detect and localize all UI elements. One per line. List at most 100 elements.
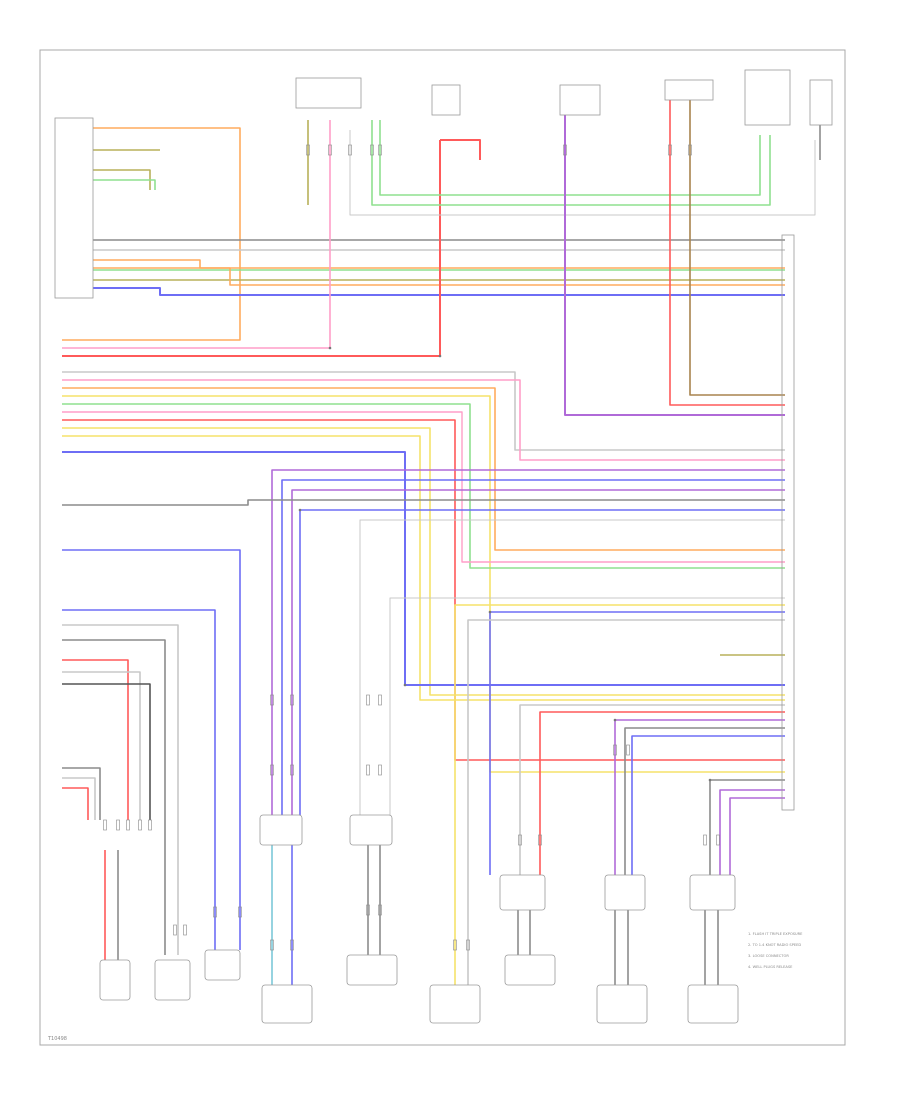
sensor-box bbox=[604, 874, 646, 911]
legend-item: 2. TO 1.4 KNOT RADIO SPEED bbox=[748, 943, 801, 947]
component-layer bbox=[54, 69, 833, 1024]
connector-pin bbox=[328, 144, 332, 156]
connector-pin bbox=[688, 144, 692, 156]
wire bbox=[709, 779, 785, 875]
legend-item: 1. FLASH IT TRIPLE EXPOSURE bbox=[748, 932, 803, 936]
wire bbox=[93, 179, 156, 190]
connector-pin bbox=[213, 906, 217, 918]
wire bbox=[62, 127, 241, 341]
wire bbox=[669, 100, 785, 406]
camera-box bbox=[429, 984, 481, 1024]
top-relay bbox=[664, 79, 714, 101]
wire bbox=[489, 611, 785, 875]
connector-pin bbox=[306, 144, 310, 156]
connector-pin bbox=[613, 744, 617, 756]
splice-point bbox=[708, 778, 712, 782]
connector-pin bbox=[270, 694, 274, 706]
connector-pin bbox=[378, 764, 382, 776]
wire bbox=[62, 639, 166, 955]
connector-pin bbox=[173, 924, 177, 936]
wire bbox=[440, 139, 481, 160]
connector-pin bbox=[270, 939, 274, 951]
wire bbox=[62, 659, 129, 820]
wire bbox=[291, 489, 785, 815]
central-module bbox=[54, 117, 94, 299]
wire bbox=[62, 140, 441, 357]
connector-pin bbox=[668, 144, 672, 156]
connector-pin bbox=[378, 694, 382, 706]
connector-pin bbox=[626, 744, 630, 756]
connector-pin bbox=[103, 819, 107, 831]
wire bbox=[62, 371, 785, 451]
wire bbox=[62, 787, 89, 820]
camera-box bbox=[261, 984, 313, 1024]
splice-point bbox=[438, 354, 442, 358]
sensor-box bbox=[259, 814, 303, 846]
connector-pin bbox=[366, 694, 370, 706]
wire bbox=[299, 509, 785, 815]
wire bbox=[62, 419, 785, 761]
diagram-frame bbox=[39, 49, 846, 1046]
wire bbox=[62, 395, 785, 773]
camera-box bbox=[687, 984, 739, 1024]
connector-pin bbox=[138, 819, 142, 831]
wire bbox=[93, 267, 785, 286]
wire bbox=[62, 609, 216, 950]
connector-pin bbox=[238, 906, 242, 918]
camera-box bbox=[596, 984, 648, 1024]
wire bbox=[62, 120, 331, 349]
wire bbox=[93, 287, 785, 296]
wire bbox=[62, 379, 785, 461]
connector-pin bbox=[370, 144, 374, 156]
connector-pin bbox=[563, 144, 567, 156]
sensor-box bbox=[689, 874, 736, 911]
wire bbox=[62, 435, 785, 701]
top-module-e bbox=[744, 69, 791, 126]
wire bbox=[62, 549, 241, 950]
wire bbox=[93, 259, 785, 269]
wire bbox=[349, 130, 816, 216]
camera-box bbox=[504, 954, 556, 986]
connector-pin bbox=[270, 764, 274, 776]
connector-pin bbox=[466, 939, 470, 951]
wire bbox=[62, 411, 785, 563]
wire bbox=[62, 499, 785, 506]
wire bbox=[271, 469, 785, 815]
connector-pin bbox=[378, 144, 382, 156]
wire bbox=[631, 735, 785, 875]
splice-point bbox=[298, 508, 302, 512]
legend-item: 4. WELL PLUGS RELEASE bbox=[748, 965, 793, 969]
splice-point bbox=[488, 610, 492, 614]
wire bbox=[62, 387, 785, 551]
connector-pin bbox=[366, 904, 370, 916]
legend: 1. FLASH IT TRIPLE EXPOSURE 2. TO 1.4 KN… bbox=[748, 932, 803, 969]
wire bbox=[62, 403, 785, 569]
wire bbox=[689, 100, 785, 396]
sensor-box bbox=[349, 814, 393, 846]
wire bbox=[539, 711, 785, 875]
connector-pin bbox=[290, 694, 294, 706]
top-module-f bbox=[809, 79, 833, 126]
connector-pin bbox=[703, 834, 707, 846]
wire bbox=[729, 797, 785, 875]
connector-pin bbox=[378, 904, 382, 916]
wire bbox=[719, 789, 785, 875]
top-connector-a bbox=[295, 77, 362, 109]
wire bbox=[371, 120, 771, 206]
wire bbox=[467, 619, 785, 985]
wire bbox=[624, 727, 785, 875]
wire bbox=[62, 777, 96, 820]
wire bbox=[62, 451, 785, 686]
terminal-layer bbox=[103, 144, 720, 951]
figure-code: T10498 bbox=[47, 1036, 67, 1042]
splice-point bbox=[613, 718, 617, 722]
wire bbox=[519, 704, 785, 875]
connector-pin bbox=[116, 819, 120, 831]
gateway-module bbox=[781, 234, 795, 811]
wire bbox=[454, 604, 785, 985]
wire bbox=[62, 624, 179, 955]
wire bbox=[93, 169, 151, 190]
top-connector-c bbox=[559, 84, 601, 116]
connector-pin bbox=[148, 819, 152, 831]
